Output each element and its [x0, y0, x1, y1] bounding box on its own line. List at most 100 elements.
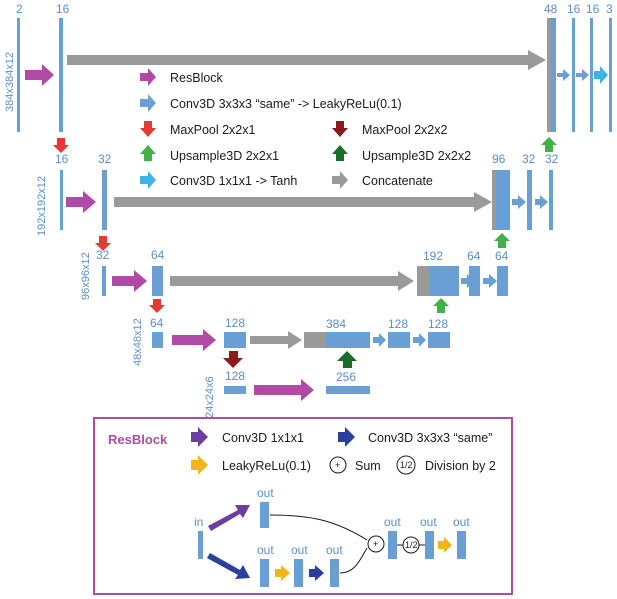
conv-arrow	[512, 195, 526, 209]
conv-arrow	[461, 274, 475, 288]
conv-arrow	[373, 333, 386, 347]
rb-sum-label: Sum	[355, 459, 381, 473]
resblock-arrow	[254, 379, 314, 401]
maxpool222-arrow	[223, 351, 243, 368]
concatenate-arrow	[67, 50, 546, 70]
feature-map	[59, 18, 63, 132]
dim-label-l2: 192x192x12	[36, 176, 48, 236]
feature-map	[224, 386, 246, 394]
conv-arrow	[557, 69, 570, 81]
legend-upsample221: Upsample3D 2x2x1	[170, 149, 279, 163]
rb-out-map	[330, 559, 339, 587]
channel-label: 128	[225, 316, 245, 330]
conv-tanh-arrow	[594, 66, 608, 84]
rb-out-map	[388, 531, 397, 559]
feature-map-concat	[417, 266, 429, 296]
legend-conv-arrow	[140, 94, 156, 112]
conv-arrow	[535, 195, 548, 209]
rb-out-label: out	[257, 543, 274, 557]
rb-division-label: Division by 2	[425, 459, 496, 473]
rb-conv111-legend-arrow	[191, 427, 208, 447]
rb-sum-symbol-text: +	[335, 460, 340, 470]
rb-out-map	[457, 531, 466, 559]
rb-sum-node-text: +	[373, 539, 378, 549]
channel-label: 32	[96, 248, 110, 262]
legend-maxpool221: MaxPool 2x2x1	[170, 123, 256, 137]
legend-maxpool222-arrow	[332, 121, 348, 137]
feature-map	[549, 170, 553, 230]
rb-in-label: in	[194, 515, 203, 529]
concatenate-arrow	[114, 192, 492, 212]
rb-conv333-arrow	[207, 553, 250, 579]
channel-label: 32	[545, 152, 559, 166]
rb-out-label: out	[384, 515, 401, 529]
channel-label: 64	[151, 248, 165, 262]
rb-leaky-legend-arrow	[191, 455, 208, 475]
rb-sum-symbol	[329, 456, 347, 474]
rb-sum-node	[367, 535, 385, 553]
rb-out-map	[260, 559, 269, 587]
upsample221-arrow	[541, 137, 557, 152]
feature-map	[224, 332, 246, 348]
feature-map	[527, 170, 532, 230]
rb-out-map	[294, 559, 303, 587]
rb-out-label: out	[420, 515, 437, 529]
rb-leaky-label: LeakyReLu(0.1)	[222, 459, 311, 473]
channel-label: 32	[522, 152, 536, 166]
legend-upsample221-arrow	[140, 145, 156, 161]
feature-map-concat	[492, 170, 496, 230]
channel-label: 2	[16, 2, 23, 16]
upsample221-arrow	[433, 298, 449, 313]
feature-map	[429, 266, 459, 296]
legend-tanh-arrow	[140, 171, 156, 189]
feature-map	[388, 332, 410, 348]
rb-half-node-text: 1/2	[405, 540, 418, 550]
rb-conv333-label: Conv3D 3x3x3 “same”	[368, 431, 492, 445]
legend-concat-arrow	[332, 171, 348, 189]
feature-map	[152, 266, 163, 296]
rb-out-map	[260, 502, 269, 528]
channel-label: 128	[388, 317, 408, 331]
upsample222-arrow	[337, 351, 357, 368]
channel-label: 16	[567, 2, 581, 16]
maxpool221-arrow	[53, 138, 69, 153]
legend-maxpool222: MaxPool 2x2x2	[362, 123, 448, 137]
legend-maxpool221-arrow	[140, 121, 156, 137]
channel-label: 3	[606, 2, 613, 16]
feature-map	[496, 170, 510, 230]
rb-out-label: out	[326, 543, 343, 557]
rb-leaky-arrow	[275, 565, 290, 581]
feature-map	[590, 18, 593, 132]
channel-label: 16	[55, 152, 69, 166]
legend-upsample222: Upsample3D 2x2x2	[362, 149, 471, 163]
feature-map	[609, 18, 612, 132]
rb-out-label: out	[257, 486, 274, 500]
rb-conv333-legend-arrow	[338, 427, 355, 447]
feature-map-concat	[304, 332, 326, 348]
feature-map	[17, 18, 20, 132]
maxpool221-arrow	[95, 236, 111, 251]
feature-map	[102, 266, 106, 296]
conv-arrow	[576, 69, 589, 81]
conv-arrow	[413, 333, 426, 347]
rb-residual-connection	[339, 547, 368, 574]
channel-label: 256	[336, 370, 356, 384]
channel-label: 48	[544, 2, 558, 16]
feature-map	[152, 332, 163, 348]
resblock-panel	[93, 417, 513, 595]
legend-concatenate: Concatenate	[362, 174, 433, 188]
feature-map	[428, 332, 450, 348]
rb-out-label: out	[453, 515, 470, 529]
rb-half-symbol-text: 1/2	[400, 460, 413, 470]
channel-label: 16	[56, 2, 70, 16]
channel-label: 192	[423, 249, 443, 263]
dim-label-l5: 24x24x6	[204, 376, 216, 418]
legend-conv333: Conv3D 3x3x3 “same” -> LeakyReLu(0.1)	[170, 97, 402, 111]
resblock-arrow	[66, 191, 96, 213]
dim-label-l4: 48x48x12	[132, 318, 144, 366]
conv-arrow	[483, 274, 497, 288]
feature-map	[326, 386, 370, 394]
feature-map	[497, 266, 508, 296]
resblock-arrow	[112, 270, 147, 292]
